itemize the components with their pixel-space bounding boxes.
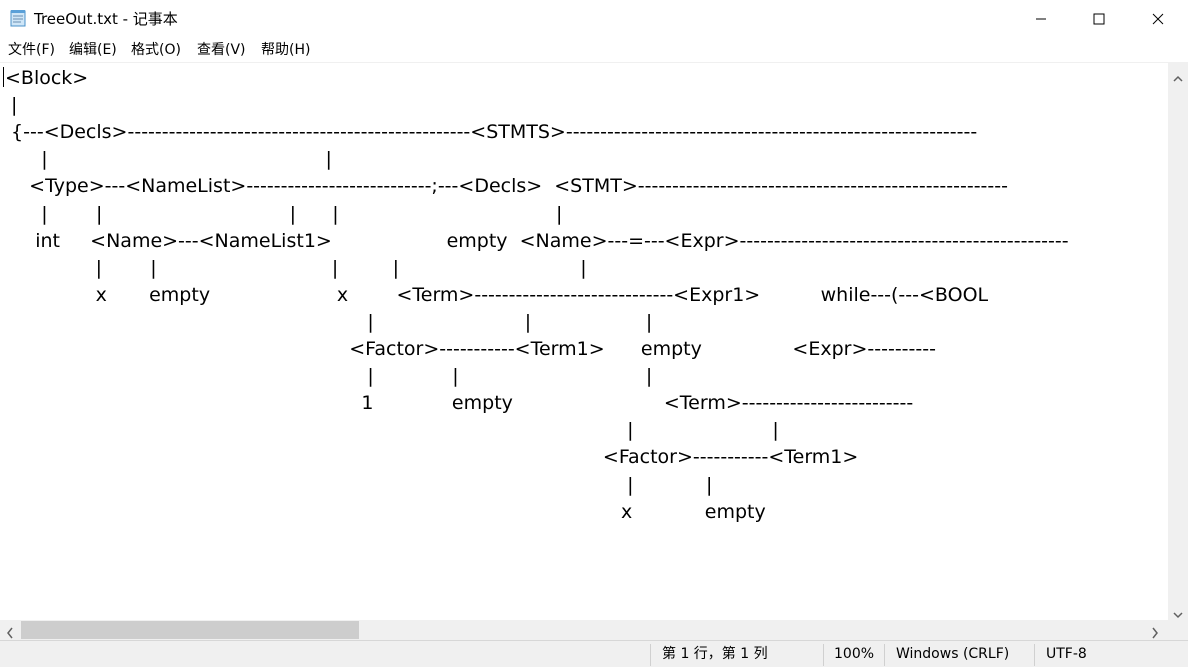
text-line: | | | [5,310,653,333]
text-line: | | | [5,365,653,388]
text-line: | | [5,148,332,171]
minimize-icon [1035,13,1047,25]
window-title: TreeOut.txt - 记事本 [34,10,178,28]
menu-help[interactable]: 帮助(H) [261,42,311,58]
text-line: x empty x <Term>------------------------… [5,283,989,306]
text-line: | | [5,419,779,442]
status-separator [1034,644,1035,666]
maximize-button[interactable] [1070,0,1128,38]
menu-bar: 文件(F) 编辑(E) 格式(O) 查看(V) 帮助(H) [0,38,1188,62]
text-caret [3,67,4,87]
notepad-icon [10,9,27,27]
title-bar: TreeOut.txt - 记事本 [0,0,1188,38]
scroll-up-icon[interactable] [1173,68,1183,87]
cursor-position: 第 1 行，第 1 列 [662,646,768,662]
text-line: | | | | | [5,256,587,279]
status-bar: 第 1 行，第 1 列 100% Windows (CRLF) UTF-8 [0,640,1188,667]
menu-file[interactable]: 文件(F) [8,42,55,58]
vertical-scrollbar[interactable] [1168,62,1188,620]
status-separator [650,644,651,666]
text-line: <Factor>-----------<Term1> [5,446,859,469]
close-button[interactable] [1129,0,1187,38]
encoding: UTF-8 [1046,646,1087,662]
scroll-left-icon[interactable] [6,624,14,643]
horizontal-scroll-thumb[interactable] [21,621,359,639]
horizontal-scrollbar[interactable] [0,620,1168,640]
text-line: <Factor>-----------<Term1> empty <Expr>-… [5,338,936,360]
scroll-right-icon[interactable] [1151,624,1159,643]
menu-format[interactable]: 格式(O) [131,42,181,58]
close-icon [1152,13,1164,25]
text-line: | | [5,473,713,496]
zoom-level: 100% [834,646,875,662]
maximize-icon [1093,13,1105,25]
text-line: int <Name>---<NameList1> empty <Name>---… [5,229,1069,252]
minimize-button[interactable] [1012,0,1070,38]
text-line: {---<Decls>-----------------------------… [5,121,978,144]
line-ending: Windows (CRLF) [896,646,1010,662]
scrollbar-corner [1168,620,1188,640]
text-line: <Block> [5,67,89,89]
menu-view[interactable]: 查看(V) [197,42,246,58]
status-separator [823,644,824,666]
scroll-down-icon[interactable] [1173,604,1183,623]
text-line: 1 empty <Term>------------------------- [5,392,914,415]
text-line: x empty [5,500,766,523]
menu-edit[interactable]: 编辑(E) [69,42,117,58]
text-line: | | | | | [5,202,563,225]
text-line: | [5,94,18,117]
text-line: <Type>---<NameList>---------------------… [5,175,1008,198]
status-separator [884,644,885,666]
text-editor[interactable]: <Block> | {---<Decls>-------------------… [0,62,1168,621]
